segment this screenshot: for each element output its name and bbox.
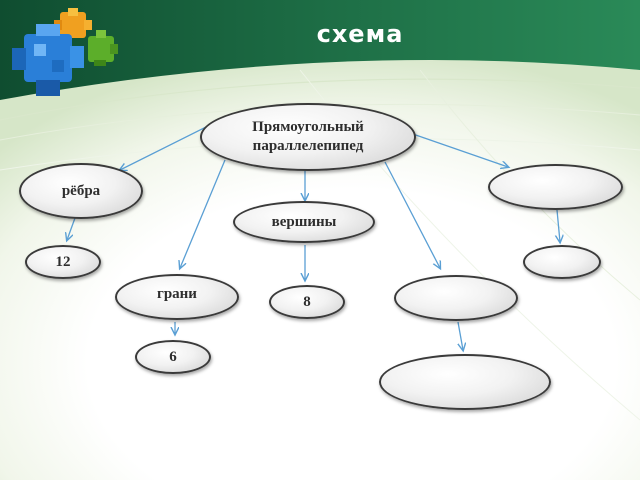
node-root: Прямоугольный параллелепипед: [200, 103, 416, 171]
node-blank-right-value: [523, 245, 601, 279]
slide-title: схема: [316, 20, 404, 48]
node-edges-count-label: 12: [55, 253, 71, 270]
node-edges-count: 12: [25, 245, 101, 279]
node-blank-middle-right: [394, 275, 518, 321]
node-faces-count: 6: [135, 340, 211, 374]
node-vertices-count: 8: [269, 285, 345, 319]
cubes-logo-icon: [12, 8, 118, 96]
node-faces-label: грани: [157, 285, 197, 302]
node-vertices: вершины: [233, 201, 375, 243]
node-faces-count-label: 6: [169, 348, 177, 365]
node-vertices-label: вершины: [271, 213, 337, 230]
node-faces: грани: [115, 274, 239, 320]
node-blank-bottom-right: [379, 354, 551, 410]
node-vertices-count-label: 8: [303, 293, 311, 310]
node-edges-label: рёбра: [61, 182, 101, 199]
node-root-label: Прямоугольный параллелепипед: [252, 119, 364, 154]
node-blank-right: [488, 164, 623, 210]
node-edges: рёбра: [19, 163, 143, 219]
